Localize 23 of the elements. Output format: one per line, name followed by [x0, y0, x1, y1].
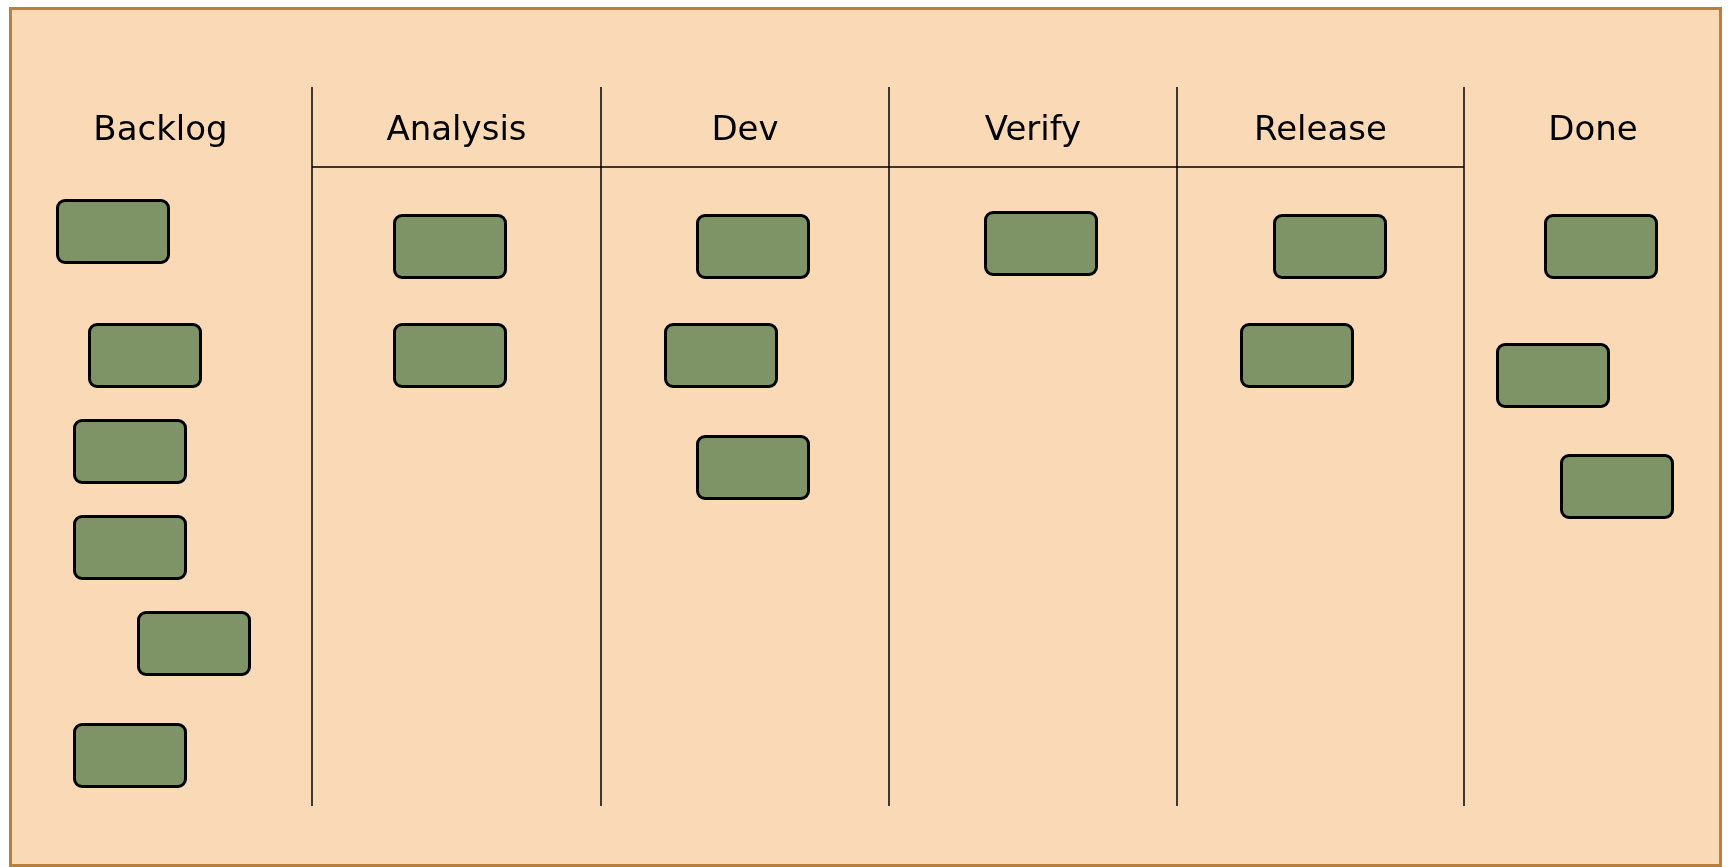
column-heading: Analysis — [386, 108, 527, 148]
task-card — [696, 214, 810, 279]
task-card — [1273, 214, 1387, 279]
task-card — [393, 214, 507, 279]
task-card — [393, 323, 507, 388]
task-card — [1544, 214, 1658, 279]
task-card — [1240, 323, 1354, 388]
column-heading: Done — [1548, 108, 1638, 148]
task-card — [73, 515, 187, 580]
column-heading: Backlog — [93, 108, 228, 148]
column-heading: Dev — [711, 108, 779, 148]
task-card — [984, 211, 1098, 276]
task-card — [73, 419, 187, 484]
column-heading: Verify — [984, 108, 1082, 148]
task-card — [73, 723, 187, 788]
task-card — [88, 323, 202, 388]
task-card — [664, 323, 778, 388]
column-heading: Release — [1254, 108, 1387, 148]
task-card — [137, 611, 251, 676]
task-card — [56, 199, 170, 264]
task-card — [1560, 454, 1674, 519]
task-card — [696, 435, 810, 500]
task-card — [1496, 343, 1610, 408]
